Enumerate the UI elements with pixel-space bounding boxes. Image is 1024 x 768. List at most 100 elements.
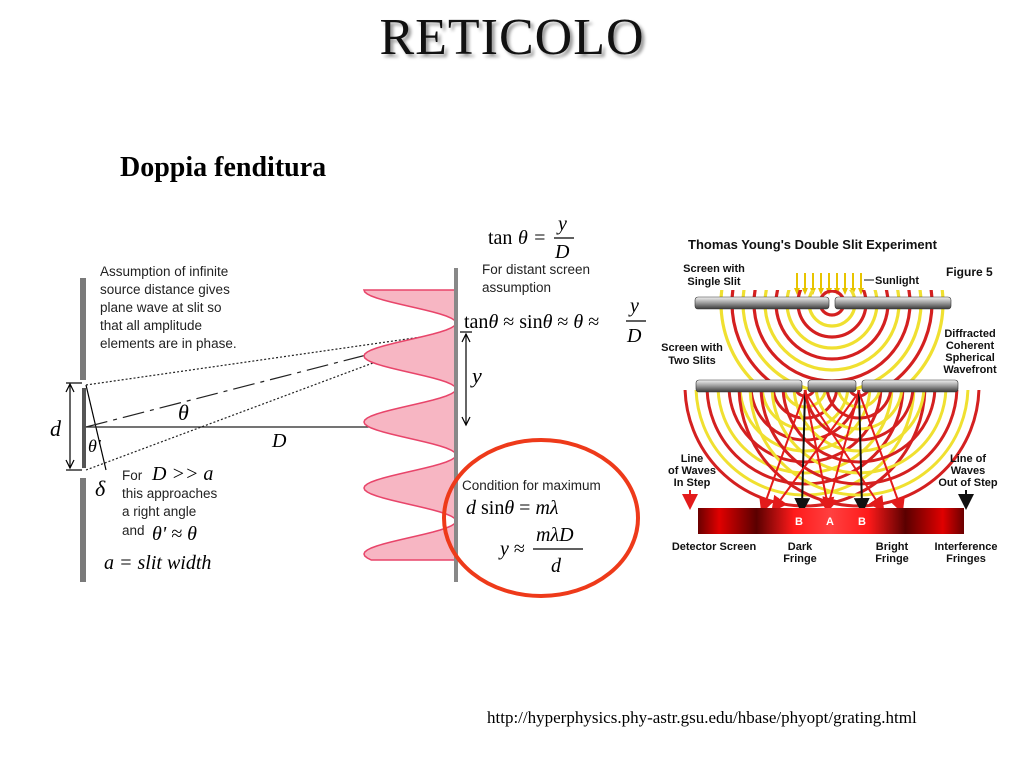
wavefront-arc	[694, 390, 916, 497]
double-slit-geometry-diagram: d θ' δ θ D y Assumption of infinite	[50, 213, 646, 598]
interference-rays	[759, 391, 905, 514]
label-theta: θ	[178, 400, 189, 425]
svg-text:Interference: Interference	[935, 541, 998, 553]
wavefront-arc	[727, 390, 883, 464]
detector-screen	[698, 508, 964, 534]
svg-text:assumption: assumption	[482, 280, 551, 295]
svg-text:a right angle: a right angle	[122, 504, 196, 519]
two-slit-screen-right	[861, 379, 959, 393]
sunlight-ray-head	[802, 288, 808, 295]
svg-text:this approaches: this approaches	[122, 486, 218, 501]
svg-text:Fringes: Fringes	[946, 553, 986, 565]
fringe-label-b-right: B	[858, 516, 866, 528]
slit-separation-dimension	[65, 382, 82, 471]
formula-y-approx: y ≈ mλD d	[498, 524, 583, 577]
svg-text:that all amplitude: that all amplitude	[100, 318, 202, 333]
y-dimension	[460, 331, 472, 427]
sunlight-arrows	[794, 273, 864, 295]
label-screen-two-slits: Screen with Two Slits	[661, 342, 723, 367]
single-slit-screen-right	[834, 296, 952, 310]
wavefront-arc	[705, 390, 905, 486]
figure-title: Thomas Young's Double Slit Experiment	[688, 237, 938, 252]
svg-text:Out of Step: Out of Step	[938, 477, 998, 489]
svg-text:Screen with: Screen with	[661, 342, 723, 354]
note-condition: Condition for maximum	[462, 478, 601, 493]
svg-text:Two Slits: Two Slits	[668, 355, 715, 367]
label-diffracted-wavefront: Diffracted Coherent Spherical Wavefront	[943, 328, 997, 376]
svg-text:elements are in phase.: elements are in phase.	[100, 336, 237, 351]
svg-text:In Step: In Step	[674, 477, 711, 489]
svg-text:Dark: Dark	[788, 541, 813, 553]
sunlight-ray-head	[842, 288, 848, 295]
wavefront-arc	[781, 390, 937, 464]
interference-ray	[822, 391, 860, 514]
interference-ray	[858, 391, 905, 514]
barrier-middle	[82, 388, 86, 468]
formula-slit-width: a = slit width	[104, 552, 211, 574]
svg-text:For: For	[122, 468, 143, 483]
svg-text:and: and	[122, 523, 145, 538]
svg-text:source distance gives: source distance gives	[100, 282, 230, 297]
source-url: http://hyperphysics.phy-astr.gsu.edu/hba…	[487, 708, 917, 727]
wavefront-arc	[803, 390, 915, 442]
svg-text:plane wave at slit so: plane wave at slit so	[100, 300, 222, 315]
label-theta-prime: θ'	[88, 436, 102, 456]
svg-text:mλD: mλD	[536, 524, 574, 546]
single-slit-screen-left	[694, 296, 830, 310]
svg-text:Line of: Line of	[950, 453, 986, 465]
wavefront-arc	[792, 390, 926, 453]
label-screen-single-slit: Screen with Single Slit	[683, 263, 745, 288]
label-detector-screen: Detector Screen	[672, 541, 757, 553]
label-delta: δ	[95, 476, 106, 501]
wavefront-arc	[716, 390, 894, 475]
svg-text:θ =: θ =	[518, 227, 546, 249]
interference-ray	[759, 391, 806, 514]
svg-text:Spherical: Spherical	[945, 352, 995, 364]
interference-ray	[771, 391, 860, 513]
young-double-slit-figure: Thomas Young's Double Slit Experiment Fi…	[661, 237, 998, 565]
note-distant-screen: For distant screen assumption	[482, 262, 590, 295]
svg-text:Waves: Waves	[951, 465, 985, 477]
sunlight-ray-head	[818, 288, 824, 295]
formula-D-gg-a: D >> a	[151, 463, 213, 485]
interference-ray	[794, 391, 811, 514]
label-sunlight: Sunlight	[875, 275, 919, 287]
svg-text:Bright: Bright	[876, 541, 909, 553]
sunlight-ray-head	[794, 288, 800, 295]
tan-word: tan	[488, 227, 512, 249]
svg-text:y: y	[556, 213, 567, 235]
sunlight-ray-head	[858, 288, 864, 295]
svg-text:Single Slit: Single Slit	[687, 276, 741, 288]
svg-text:y ≈: y ≈	[498, 538, 525, 560]
formula-max: d sinθ = mλ	[466, 497, 559, 519]
svg-text:of Waves: of Waves	[668, 465, 716, 477]
note-right-angle: For D >> a this approaches a right angle…	[122, 463, 218, 545]
formula-tan: tan θ = y D	[488, 213, 574, 263]
maximum-condition-highlight	[442, 438, 640, 598]
label-d: d	[50, 416, 62, 441]
fringe-label-a: A	[826, 516, 834, 528]
svg-text:d: d	[551, 555, 562, 577]
svg-text:tanθ ≈ sinθ ≈ θ ≈: tanθ ≈ sinθ ≈ θ ≈	[464, 311, 599, 333]
two-slit-screen-left	[695, 379, 803, 393]
svg-text:Wavefront: Wavefront	[943, 364, 997, 376]
svg-text:Fringe: Fringe	[783, 553, 817, 565]
barrier-lower	[80, 478, 86, 582]
note-plane-wave: Assumption of infinite source distance g…	[100, 264, 237, 351]
slide-title: RETICOLO	[379, 9, 645, 66]
svg-text:d sinθ = mλ: d sinθ = mλ	[466, 497, 559, 519]
barrier-upper	[80, 278, 86, 380]
svg-text:D: D	[626, 325, 642, 347]
svg-text:For distant screen: For distant screen	[482, 262, 590, 277]
label-dark-fringe: Dark Fringe	[783, 541, 817, 565]
fringe-label-b-left: B	[795, 516, 803, 528]
wavefront-arc	[748, 390, 970, 497]
interference-ray	[853, 391, 870, 514]
svg-text:Diffracted: Diffracted	[944, 328, 995, 340]
label-y: y	[470, 363, 482, 388]
two-slit-screen-middle	[807, 379, 857, 393]
label-interference-fringes: Interference Fringes	[935, 541, 998, 565]
svg-text:Fringe: Fringe	[875, 553, 909, 565]
figure-label: Figure 5	[946, 265, 993, 279]
